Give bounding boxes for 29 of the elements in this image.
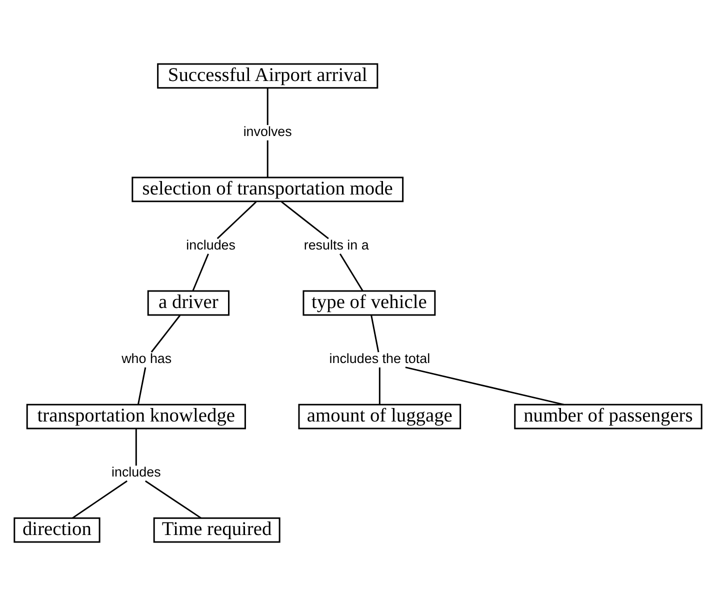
node-box: type of vehicle <box>302 290 436 316</box>
node-box: number of passengers <box>514 404 702 430</box>
connector <box>266 140 268 178</box>
connector <box>266 88 268 126</box>
connector <box>192 254 209 292</box>
node-text: includes the total <box>329 351 430 366</box>
node-box: selection of transportation mode <box>132 176 404 202</box>
connector <box>281 201 329 240</box>
node-box: direction <box>14 517 100 543</box>
node-box: Successful Airport arrival <box>157 63 378 89</box>
node-box: amount of luggage <box>298 404 462 430</box>
connector <box>339 254 364 292</box>
connector <box>378 367 380 405</box>
connector <box>144 480 202 519</box>
connector <box>405 366 564 406</box>
connector <box>72 480 128 519</box>
connector <box>216 201 257 240</box>
node-text: includes <box>186 238 236 253</box>
node-box: Time required <box>153 517 280 543</box>
connector <box>135 428 137 466</box>
node-text: results in a <box>304 238 369 253</box>
connector <box>370 315 380 352</box>
node-text: involves <box>243 124 292 139</box>
node-box: a driver <box>147 290 230 316</box>
node-text: who has <box>122 351 172 366</box>
node-box: transportation knowledge <box>26 404 246 430</box>
node-text: includes <box>112 464 161 480</box>
connector <box>137 367 146 405</box>
connector <box>150 314 181 353</box>
